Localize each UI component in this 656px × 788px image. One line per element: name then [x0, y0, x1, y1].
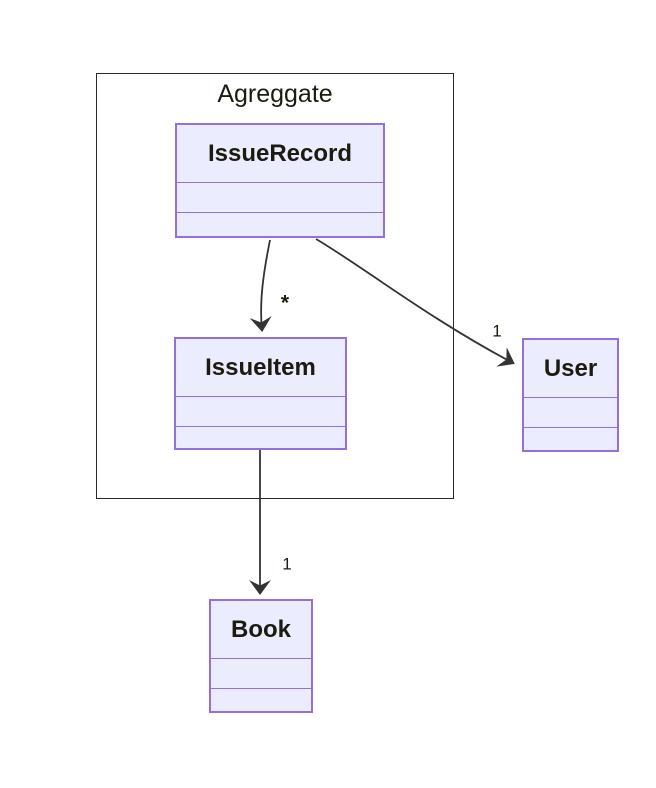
attributes-compartment	[211, 658, 311, 688]
class-name-compartment: Book	[231, 615, 291, 643]
multiplicity-label-issueitem: *	[278, 291, 292, 315]
attributes-compartment	[524, 397, 617, 427]
attributes-compartment	[176, 396, 345, 426]
attributes-compartment	[177, 182, 383, 212]
class-name-compartment: User	[543, 354, 598, 382]
methods-compartment	[176, 426, 345, 448]
class-node-issuerecord: IssueRecord	[175, 123, 385, 238]
multiplicity-label-user: 1	[490, 321, 504, 341]
aggregate-label: Agreggate	[217, 80, 333, 108]
aggregate-boundary: Agreggate	[96, 73, 454, 499]
edge-issuerecord-issueitem	[249, 239, 272, 332]
methods-compartment	[211, 688, 311, 711]
class-node-book: Book	[209, 599, 313, 713]
edge-issuerecord-user	[315, 238, 515, 367]
multiplicity-label-book: 1	[280, 554, 294, 574]
class-node-issueitem: IssueItem	[174, 337, 347, 450]
class-name-compartment: IssueItem	[205, 353, 316, 381]
class-node-user: User	[522, 338, 619, 452]
methods-compartment	[524, 427, 617, 450]
class-name-compartment: IssueRecord	[207, 139, 353, 167]
methods-compartment	[177, 212, 383, 236]
